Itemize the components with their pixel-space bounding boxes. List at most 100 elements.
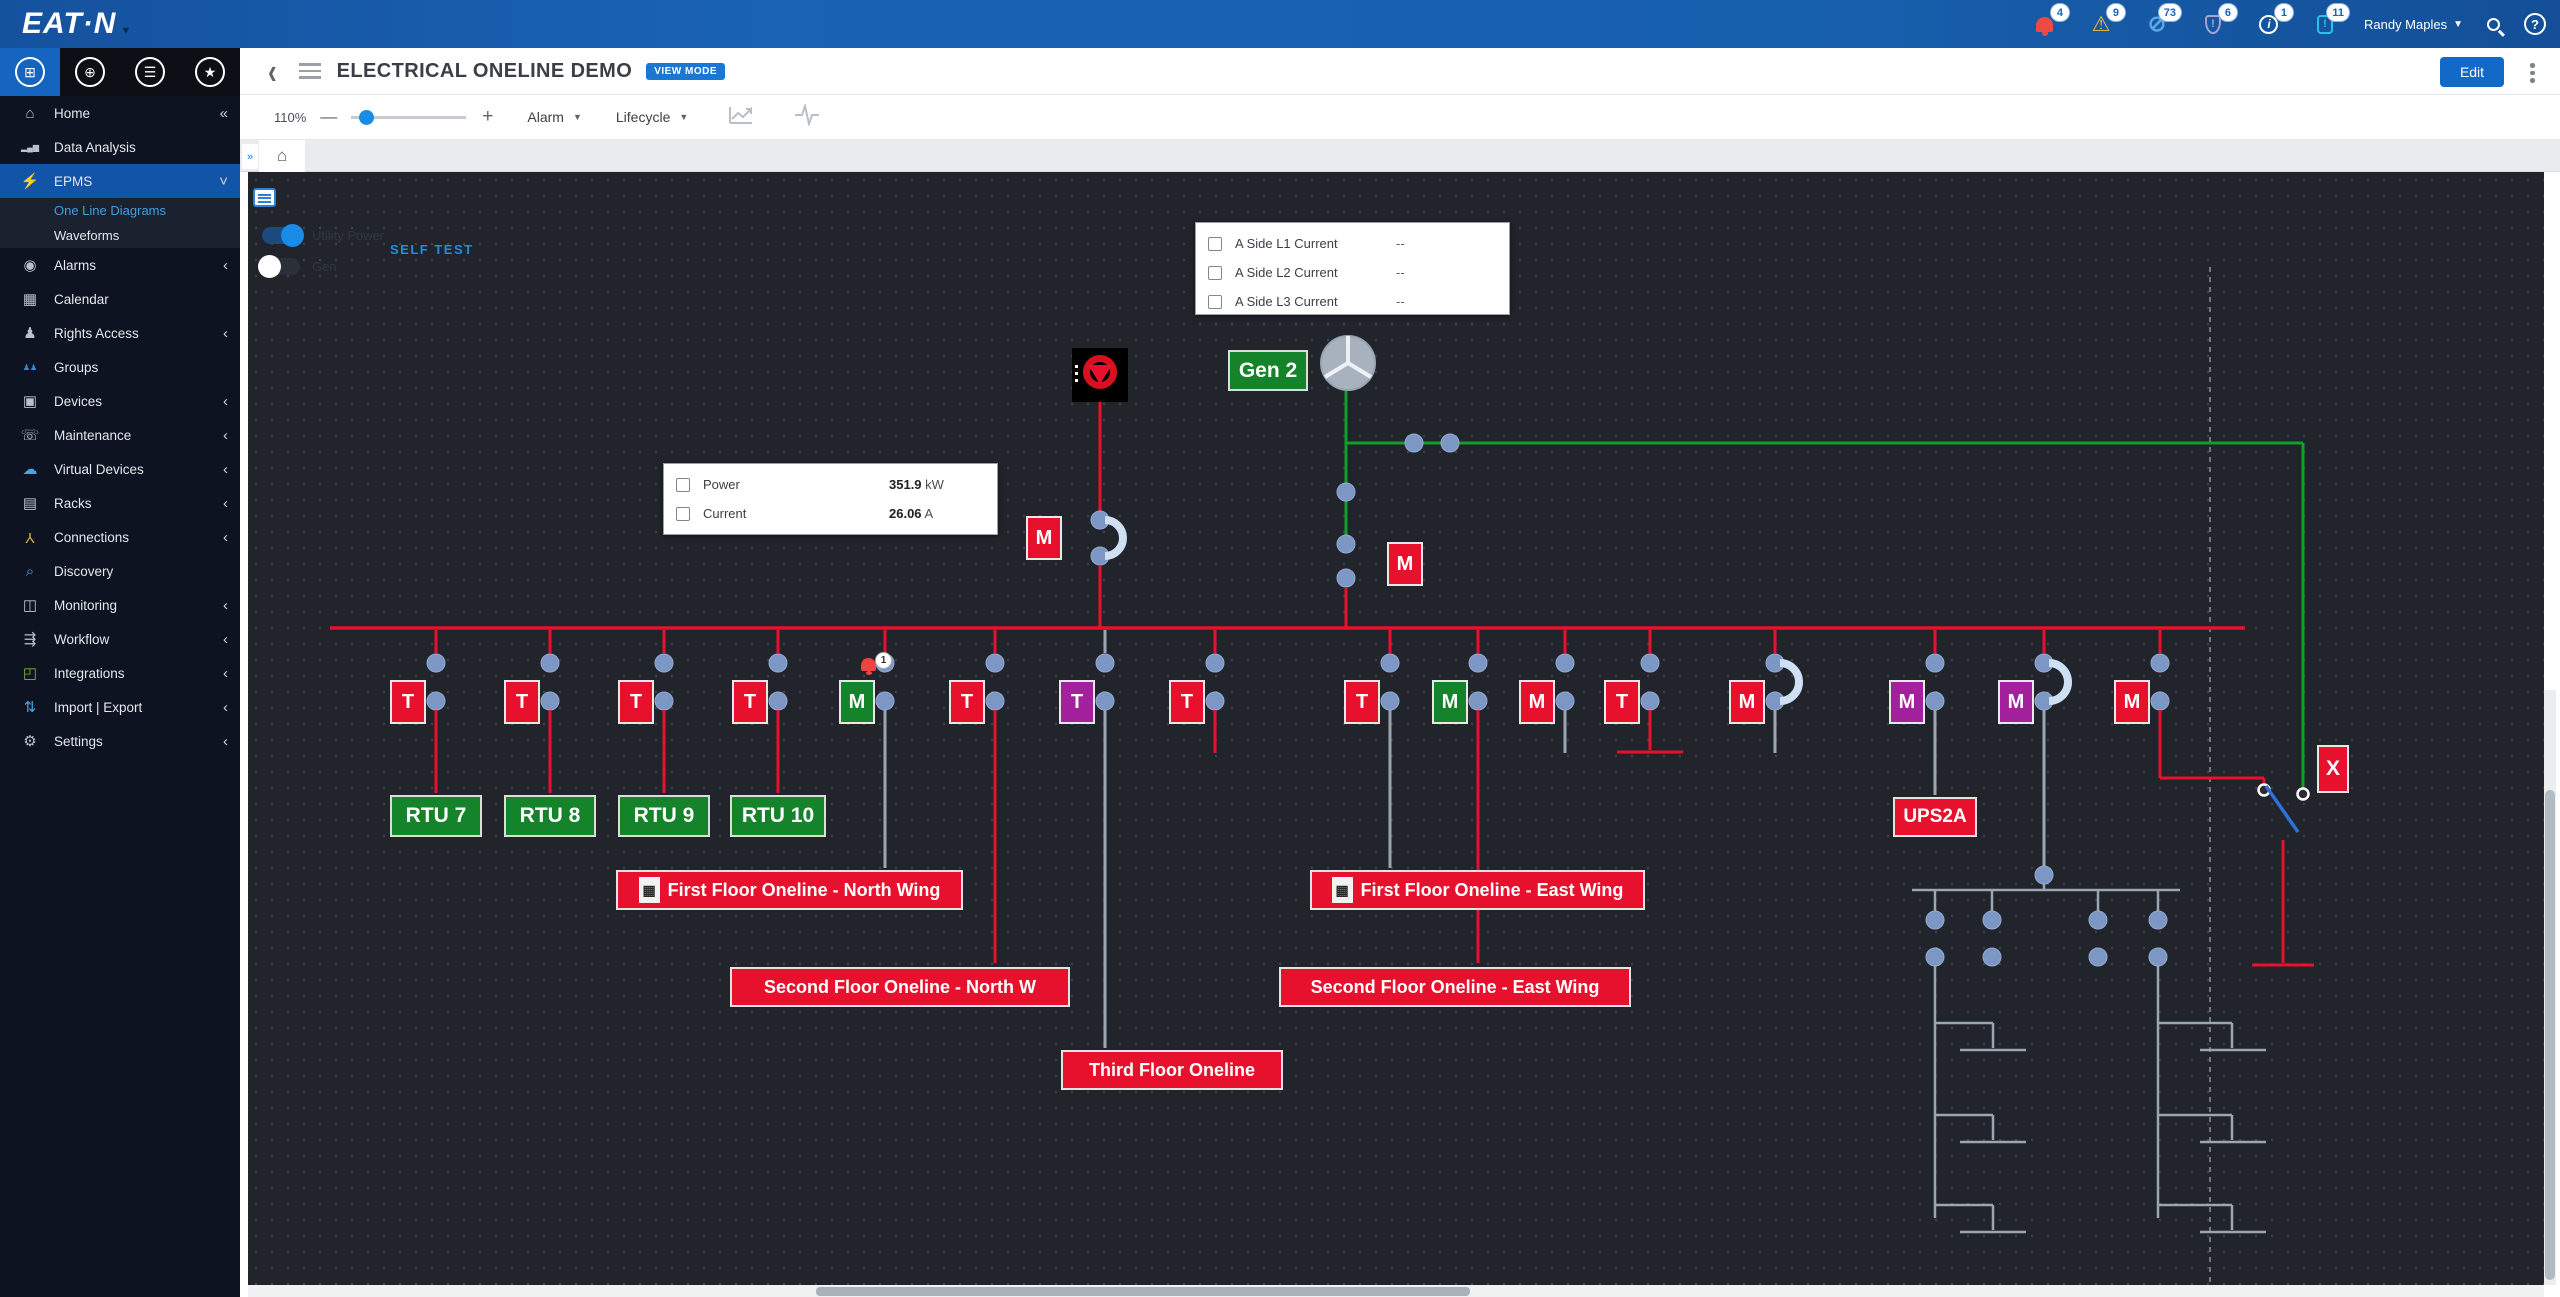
branch-5-device-box-m[interactable]: M	[839, 680, 875, 724]
sidebar-item-maintenance[interactable]: ☏Maintenance‹	[0, 418, 240, 452]
zoom-out-button[interactable]: —	[320, 107, 338, 126]
branch-3-device-box-t[interactable]: T	[618, 680, 654, 724]
shield-exclamation-icon[interactable]: !6	[2198, 3, 2238, 39]
branch-14-device-box-m[interactable]: M	[1889, 680, 1925, 724]
branch-16-device-box-m[interactable]: M	[2114, 680, 2150, 724]
circle-slash-icon[interactable]: ⊘73	[2142, 3, 2182, 39]
alarm-dropdown[interactable]: Alarm▼	[527, 109, 582, 125]
rtu-label-rtu-10[interactable]: RTU 10	[730, 795, 826, 837]
branch-15-device-box-m[interactable]: M	[1998, 680, 2034, 724]
rtu-label-rtu-8[interactable]: RTU 8	[504, 795, 596, 837]
branch-12-device-box-t[interactable]: T	[1604, 680, 1640, 724]
hamburger-menu-icon[interactable]	[298, 59, 321, 83]
branch-8-device-box-t[interactable]: T	[1169, 680, 1205, 724]
sidebar-item-settings[interactable]: ⚙Settings‹	[0, 724, 240, 758]
back-button[interactable]: ‹	[268, 49, 277, 92]
sidebar-item-devices[interactable]: ▣Devices‹	[0, 384, 240, 418]
rtu-label-rtu-9[interactable]: RTU 9	[618, 795, 710, 837]
page-header: ‹ ELECTRICAL ONELINE DEMO VIEW MODE Edit	[240, 48, 2560, 95]
sidebar-item-workflow[interactable]: ⇶Workflow‹	[0, 622, 240, 656]
rack-icon: ▤	[22, 495, 38, 512]
sidebar-item-import-export[interactable]: ⇅Import | Export‹	[0, 690, 240, 724]
toggle-gen[interactable]	[258, 255, 300, 278]
favorites-star-icon[interactable]: ★	[180, 48, 240, 96]
checkbox[interactable]	[1208, 265, 1222, 280]
floor-oneline-link-first-floor-oneline-north-wing[interactable]: ▦First Floor Oneline - North Wing	[616, 870, 963, 910]
waveform-icon[interactable]	[794, 101, 820, 131]
user-menu[interactable]: Randy Maples ▼	[2364, 17, 2463, 32]
sidebar-item-calendar[interactable]: ▦Calendar	[0, 282, 240, 316]
notification-count-badge: 6	[2217, 3, 2238, 22]
bell-icon[interactable]: 4	[2030, 3, 2070, 39]
globe-icon[interactable]: ⊕	[60, 48, 120, 96]
branch-10-device-box-m[interactable]: M	[1432, 680, 1468, 724]
search-icon[interactable]	[2487, 17, 2500, 31]
vertical-scrollbar[interactable]	[2544, 690, 2556, 1285]
x-device-box[interactable]: X	[2317, 745, 2349, 793]
floor-oneline-link-third-floor-oneline[interactable]: Third Floor Oneline	[1061, 1050, 1283, 1090]
branch-4-device-box-t[interactable]: T	[732, 680, 768, 724]
trend-chart-icon[interactable]	[728, 105, 754, 130]
sidebar-item-home[interactable]: ⌂Home«	[0, 96, 240, 130]
checkbox[interactable]	[1208, 236, 1222, 251]
branch-2-device-box-t[interactable]: T	[504, 680, 540, 724]
sidebar-item-monitoring[interactable]: ◫Monitoring‹	[0, 588, 240, 622]
floor-label-text: First Floor Oneline - East Wing	[1360, 879, 1624, 900]
help-icon[interactable]: ?	[2524, 13, 2546, 35]
sidebar-item-data-analysis[interactable]: ▂▄▆Data Analysis	[0, 130, 240, 164]
checkbox[interactable]	[676, 506, 690, 521]
checkbox[interactable]	[1208, 294, 1222, 309]
sidebar-item-epms[interactable]: ⚡EPMS˅	[0, 164, 240, 198]
floor-oneline-link-first-floor-oneline-east-wing[interactable]: ▦First Floor Oneline - East Wing	[1310, 870, 1645, 910]
aside-current-panel: A Side L1 Current--A Side L2 Current--A …	[1195, 222, 1510, 315]
feeder-1-meter-box[interactable]: M	[1026, 516, 1062, 560]
utility-source-device[interactable]	[1072, 348, 1128, 402]
zoom-in-button[interactable]: +	[482, 106, 494, 127]
horizontal-scrollbar-thumb[interactable]	[816, 1286, 1470, 1296]
branch-9-device-box-t[interactable]: T	[1344, 680, 1380, 724]
toggle-utility-power[interactable]	[262, 224, 304, 247]
edit-button[interactable]: Edit	[2440, 57, 2504, 87]
sidebar-item-rights-access[interactable]: ♟Rights Access‹	[0, 316, 240, 350]
box-exclamation-icon[interactable]: !11	[2310, 3, 2350, 39]
branch-13-device-box-m[interactable]: M	[1729, 680, 1765, 724]
branch-6-device-box-t[interactable]: T	[949, 680, 985, 724]
alarm-bell-icon[interactable]	[861, 658, 876, 675]
legend-button[interactable]	[253, 188, 276, 207]
chevron-icon: ‹	[223, 324, 228, 342]
vertical-scrollbar-thumb[interactable]	[2545, 790, 2555, 1280]
sidebar-item-virtual-devices[interactable]: ☁Virtual Devices‹	[0, 452, 240, 486]
chevron-icon: ‹	[223, 256, 228, 274]
branch-11-device-box-m[interactable]: M	[1519, 680, 1555, 724]
sidebar-item-racks[interactable]: ▤Racks‹	[0, 486, 240, 520]
horizontal-scrollbar[interactable]	[248, 1285, 2544, 1297]
sidebar-item-label: Data Analysis	[54, 139, 136, 155]
floor-oneline-link-second-floor-oneline-north-w[interactable]: Second Floor Oneline - North W	[730, 967, 1070, 1007]
sidebar-item-integrations[interactable]: ◰Integrations‹	[0, 656, 240, 690]
zoom-slider-knob[interactable]	[359, 109, 375, 125]
branch-7-device-box-t[interactable]: T	[1059, 680, 1095, 724]
branch-1-device-box-t[interactable]: T	[390, 680, 426, 724]
warning-triangle-icon[interactable]: ⚠9	[2086, 3, 2126, 39]
sidebar-subitem-one-line-diagrams[interactable]: One Line Diagrams	[54, 203, 166, 218]
feeder-2-meter-box[interactable]: M	[1387, 542, 1423, 586]
sidebar-subitem-waveforms[interactable]: Waveforms	[54, 228, 120, 243]
sidebar-item-alarms[interactable]: ◉Alarms‹	[0, 248, 240, 282]
checkbox[interactable]	[676, 477, 690, 492]
tab-home[interactable]: ⌂	[259, 140, 305, 172]
kebab-menu-icon[interactable]	[2530, 60, 2536, 86]
list-icon[interactable]: ☰	[120, 48, 180, 96]
panel-expander-button[interactable]: »	[242, 144, 258, 169]
ups2a-label[interactable]: UPS2A	[1893, 797, 1977, 837]
sidebar-item-groups[interactable]: ♟♟Groups	[0, 350, 240, 384]
floor-oneline-link-second-floor-oneline-east-wing[interactable]: Second Floor Oneline - East Wing	[1279, 967, 1631, 1007]
lifecycle-dropdown[interactable]: Lifecycle▼	[615, 109, 689, 125]
gen2-label[interactable]: Gen 2	[1228, 350, 1308, 391]
zoom-slider[interactable]	[351, 109, 467, 125]
apps-grid-icon[interactable]: ⊞	[0, 48, 60, 96]
sidebar-item-discovery[interactable]: ⌕Discovery	[0, 554, 240, 588]
rtu-label-rtu-7[interactable]: RTU 7	[390, 795, 482, 837]
